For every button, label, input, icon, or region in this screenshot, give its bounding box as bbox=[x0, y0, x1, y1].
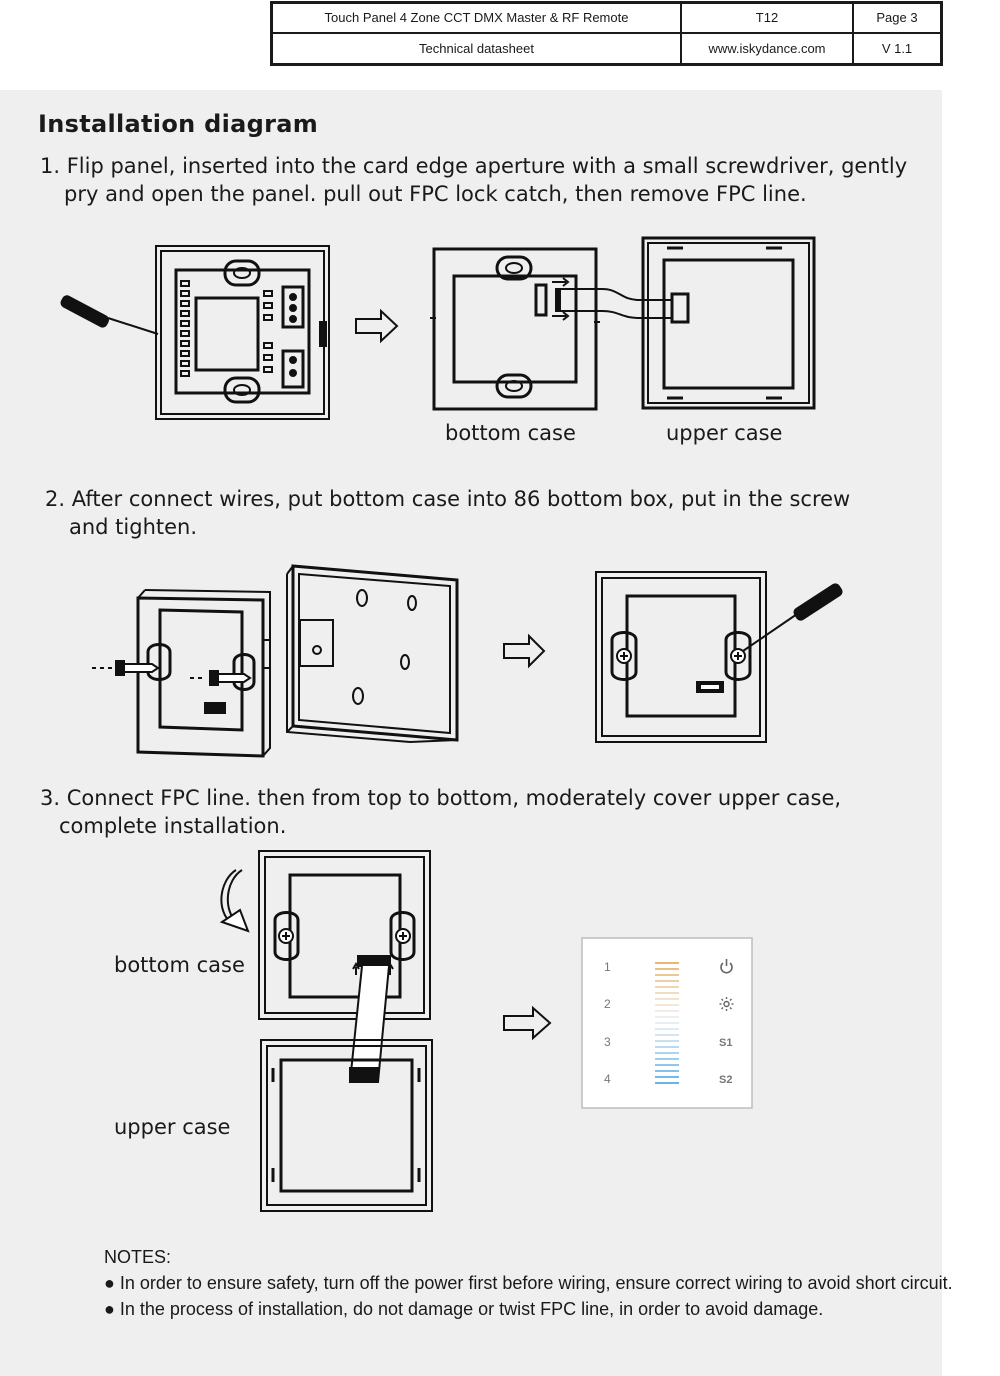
panel-back-open bbox=[155, 245, 330, 420]
caption-bottom-case-3: bottom case bbox=[114, 953, 245, 977]
rotation-arrow-icon bbox=[219, 869, 250, 933]
caption-upper-case-1: upper case bbox=[666, 421, 783, 445]
screw-icon bbox=[92, 660, 160, 676]
zone-3-label: 3 bbox=[604, 1035, 611, 1049]
screwdriver-icon bbox=[742, 583, 843, 652]
step-3-line-2: complete installation. bbox=[59, 814, 287, 838]
fpc-ribbon bbox=[555, 288, 690, 324]
header-product: Touch Panel 4 Zone CCT DMX Master & RF R… bbox=[273, 4, 682, 34]
header-page: Page 3 bbox=[854, 4, 940, 34]
note-item-1: ● In order to ensure safety, turn off th… bbox=[104, 1273, 953, 1293]
zone-2-label: 2 bbox=[604, 997, 611, 1011]
header-website: www.iskydance.com bbox=[682, 33, 854, 63]
fpc-ribbon bbox=[348, 965, 390, 1083]
arrow-right-icon bbox=[503, 1005, 552, 1041]
step-1-line-2: pry and open the panel. pull out FPC loc… bbox=[64, 182, 807, 206]
junction-box-86 bbox=[286, 564, 459, 744]
header-version: V 1.1 bbox=[881, 40, 913, 56]
caption-upper-case-3: upper case bbox=[114, 1115, 231, 1139]
step-2-line-2: and tighten. bbox=[69, 515, 198, 539]
s2-label: S2 bbox=[719, 1074, 732, 1086]
arrow-right-icon bbox=[355, 308, 399, 344]
power-icon bbox=[720, 959, 733, 974]
arrow-right-icon bbox=[503, 633, 546, 669]
touch-panel-finished: 1 2 3 4 S1 S2 bbox=[581, 937, 753, 1109]
notes-section: NOTES: ● In order to ensure safety, turn… bbox=[104, 1245, 953, 1321]
upper-case-3 bbox=[260, 1039, 433, 1212]
step-2-line-1: 2. After connect wires, put bottom case … bbox=[45, 487, 851, 511]
step-1-line-1: 1. Flip panel, inserted into the card ed… bbox=[40, 154, 908, 178]
header-model: T12 bbox=[682, 4, 854, 34]
note-item-2-text: In the process of installation, do not d… bbox=[119, 1299, 824, 1319]
header-table: Touch Panel 4 Zone CCT DMX Master & RF R… bbox=[270, 1, 943, 66]
upper-case-1 bbox=[641, 236, 816, 410]
notes-heading: NOTES: bbox=[104, 1247, 172, 1267]
cct-slider bbox=[655, 962, 679, 1084]
s1-label: S1 bbox=[719, 1037, 732, 1049]
bottom-case-1 bbox=[430, 247, 600, 411]
zone-4-label: 4 bbox=[604, 1072, 611, 1086]
bottom-case-3 bbox=[258, 850, 431, 1020]
note-item-2: ● In the process of installation, do not… bbox=[104, 1299, 824, 1319]
screwdriver-icon bbox=[60, 295, 159, 335]
step-3-line-1: 3. Connect FPC line. then from top to bo… bbox=[40, 786, 842, 810]
caption-bottom-case-1: bottom case bbox=[445, 421, 576, 445]
screw-icon bbox=[190, 670, 252, 686]
bottom-case-mounted bbox=[595, 571, 767, 743]
header-doc-type: Technical datasheet bbox=[273, 33, 682, 63]
brightness-icon bbox=[719, 997, 734, 1011]
bottom-case-perspective bbox=[136, 589, 271, 758]
page-title: Installation diagram bbox=[38, 110, 319, 138]
zone-1-label: 1 bbox=[604, 960, 611, 974]
note-item-1-text: In order to ensure safety, turn off the … bbox=[119, 1273, 953, 1293]
